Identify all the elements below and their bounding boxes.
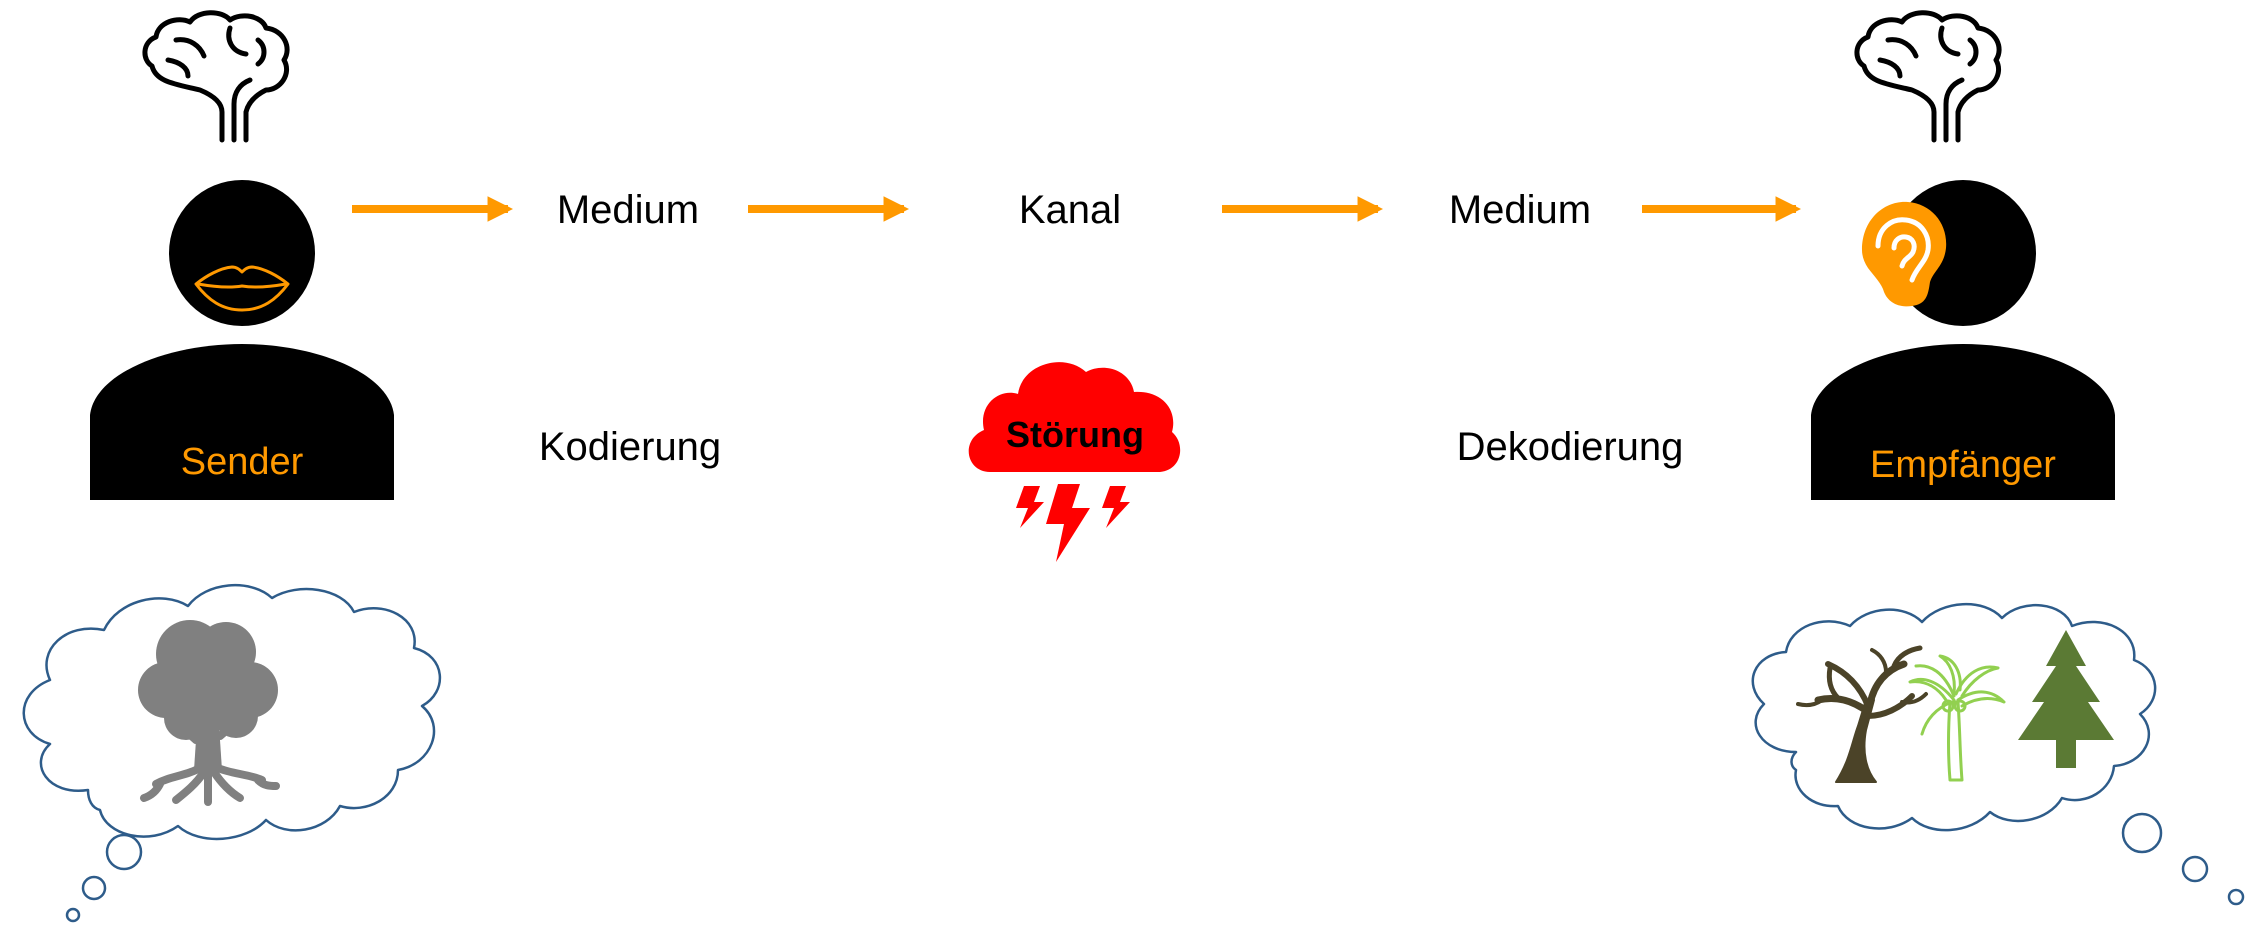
lightning-bolt-center (1046, 484, 1090, 562)
storm-cloud-icon: Störung (968, 362, 1181, 562)
receiver-body (1811, 344, 2115, 500)
sender-brain-icon (142, 10, 290, 143)
thought-bubble-medium (2181, 855, 2209, 883)
thought-bubble-small (65, 907, 81, 923)
noise-label: Störung (1006, 414, 1144, 455)
receiver-label: Empfänger (1870, 444, 2056, 486)
sender-body (90, 344, 394, 500)
palm-tree-icon (1908, 654, 2006, 782)
sender-head (169, 180, 315, 326)
lightning-bolt-left (1016, 486, 1044, 528)
flow-row: Medium Kanal Medium (352, 188, 1802, 232)
sender-person: Sender (90, 180, 394, 500)
encoding-label: Kodierung (539, 425, 721, 469)
thought-bubble-large (105, 833, 143, 871)
sender-label: Sender (181, 441, 304, 483)
lips-icon (194, 265, 290, 312)
decoding-label: Dekodierung (1457, 425, 1684, 469)
thought-bubble-medium (81, 875, 107, 901)
sender-thought-cloud (22, 583, 441, 923)
lightning-bolt-right (1102, 486, 1130, 528)
medium-right-label: Medium (1449, 188, 1591, 232)
tree-icon (138, 620, 280, 806)
dead-tree-icon (1796, 645, 1928, 783)
thought-bubble-large (2121, 812, 2163, 854)
channel-label: Kanal (1019, 188, 1121, 232)
receiver-brain-icon (1854, 10, 2002, 143)
thought-bubble-small (2227, 888, 2245, 906)
storm-cloud-shape (968, 362, 1181, 472)
ear-icon (1862, 201, 1947, 307)
fir-tree-icon (2018, 630, 2114, 768)
receiver-thought-cloud (1751, 603, 2245, 906)
receiver-person: Empfänger (1811, 180, 2115, 500)
medium-left-label: Medium (557, 188, 699, 232)
